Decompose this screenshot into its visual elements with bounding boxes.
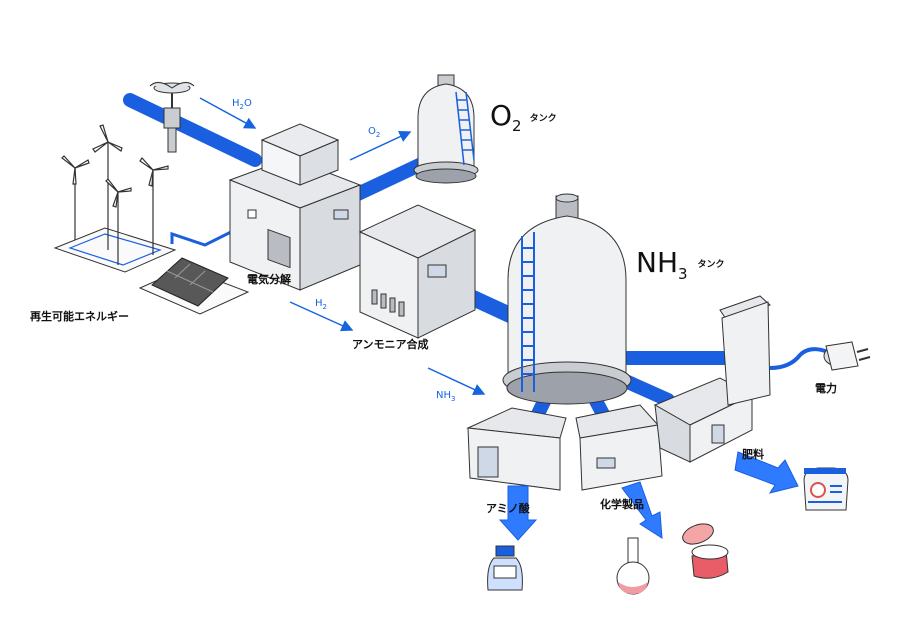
label-electrolysis: 電気分解 (247, 272, 291, 286)
label-chemical-products: 化学製品 (600, 497, 644, 511)
product-building-right (653, 377, 754, 463)
product-building-center (575, 404, 663, 491)
power-plug-icon (823, 341, 871, 371)
cosmetic-jar-icon (682, 523, 729, 579)
flask-icon (616, 537, 650, 595)
label-amino-acid: アミノ酸 (486, 501, 531, 515)
flow-nh3: NH3 (436, 390, 455, 403)
label-fertilizer: 肥料 (742, 447, 764, 461)
flow-h2: H2 (315, 298, 327, 311)
label-ammonia-synthesis: アンモニア合成 (352, 337, 429, 351)
flow-h2o: H2O (232, 98, 252, 111)
wind-turbine-icon (53, 124, 177, 273)
solar-panel-icon (138, 218, 250, 315)
label-electricity: 電力 (815, 381, 837, 395)
bottle-icon (487, 545, 523, 591)
electrolysis-building (228, 123, 362, 291)
product-building-left (466, 407, 567, 491)
o2-tank (413, 74, 479, 184)
label-renewable: 再生可能エネルギー (30, 309, 129, 323)
fertilizer-bag-icon (803, 467, 849, 511)
ammonia-synthesis-building (358, 204, 477, 339)
nh3-tank (502, 193, 632, 405)
flow-o2: O2 (368, 126, 380, 139)
product-building-far-right (719, 295, 771, 406)
water-faucet-icon (149, 82, 195, 153)
